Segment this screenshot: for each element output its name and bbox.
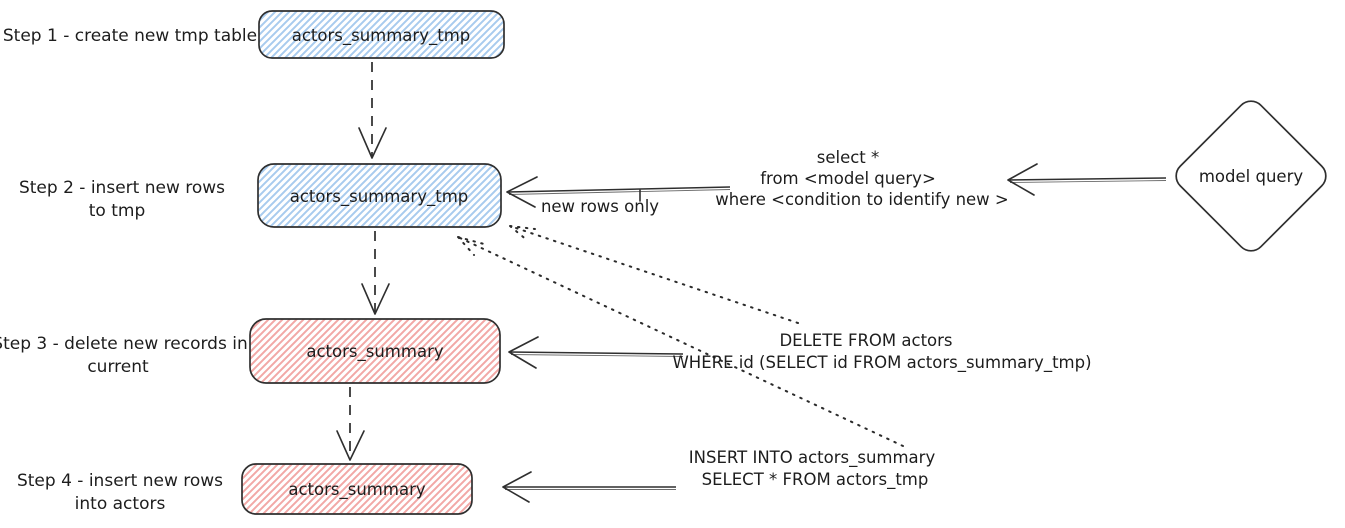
model-query-diamond: model query <box>1175 100 1327 252</box>
step-4-label-line1: Step 4 - insert new rows <box>17 471 223 491</box>
step-3-box: actors_summary <box>249 318 501 384</box>
step-1-box: actors_summary_tmp <box>258 10 505 59</box>
flow-arrow-step3-step4 <box>336 387 365 461</box>
tmp-table-box-2-label: actors_summary_tmp <box>290 187 469 207</box>
delete-sql-line2: WHERE id (SELECT id FROM actors_summary_… <box>672 353 1091 373</box>
step-4-label-line2: into actors <box>75 494 166 514</box>
arrow-delete-to-summary-box <box>508 336 684 369</box>
tmp-table-box-2 <box>257 163 502 228</box>
dotted-ref-insert-to-tmp <box>457 236 904 447</box>
tmp-table-box-1 <box>258 10 505 59</box>
arrow-insert-to-summary-box <box>502 471 676 503</box>
step-2-label-line1: Step 2 - insert new rows <box>19 178 225 198</box>
query-sql-line1: select * <box>817 148 880 167</box>
delete-sql-text: DELETE FROM actors WHERE id (SELECT id F… <box>672 331 1091 373</box>
step-2-box: actors_summary_tmp <box>257 163 502 228</box>
model-query-sql-text: select * from <model query> where <condi… <box>715 148 1009 209</box>
flow-arrow-step1-step2 <box>358 62 387 159</box>
summary-table-box-3-label: actors_summary <box>306 342 443 362</box>
summary-table-box-3 <box>249 318 501 384</box>
insert-sql-line2: SELECT * FROM actors_tmp <box>702 470 929 490</box>
step-3-label-line2: current <box>87 357 149 377</box>
step-4-box: actors_summary <box>241 463 473 515</box>
query-sql-line2: from <model query> <box>760 169 936 188</box>
insert-sql-line1: INSERT INTO actors_summary <box>689 448 936 468</box>
delete-sql-line1: DELETE FROM actors <box>779 331 952 350</box>
dotted-ref-delete-to-tmp <box>509 225 799 324</box>
arrow-diamond-to-query <box>1007 163 1167 196</box>
step-labels: Step 1 - create new tmp table Step 2 - i… <box>0 26 257 514</box>
step-3-label-line1: Step 3 - delete new records in <box>0 334 248 354</box>
arrow-query-to-tmp-box <box>506 176 731 208</box>
diamond-shape <box>1175 100 1327 252</box>
model-query-label: model query <box>1199 167 1303 186</box>
insert-sql-text: INSERT INTO actors_summary SELECT * FROM… <box>689 448 936 490</box>
step-1-label: Step 1 - create new tmp table <box>3 26 257 46</box>
tmp-table-box-1-label: actors_summary_tmp <box>292 26 471 46</box>
query-sql-line3: where <condition to identify new > <box>715 190 1009 209</box>
new-rows-only-label: new rows only <box>541 197 659 216</box>
step-2-label-line2: to tmp <box>89 201 146 221</box>
flow-arrow-step2-step3 <box>361 231 390 315</box>
summary-table-box-4 <box>241 463 473 515</box>
summary-table-box-4-label: actors_summary <box>288 480 425 500</box>
